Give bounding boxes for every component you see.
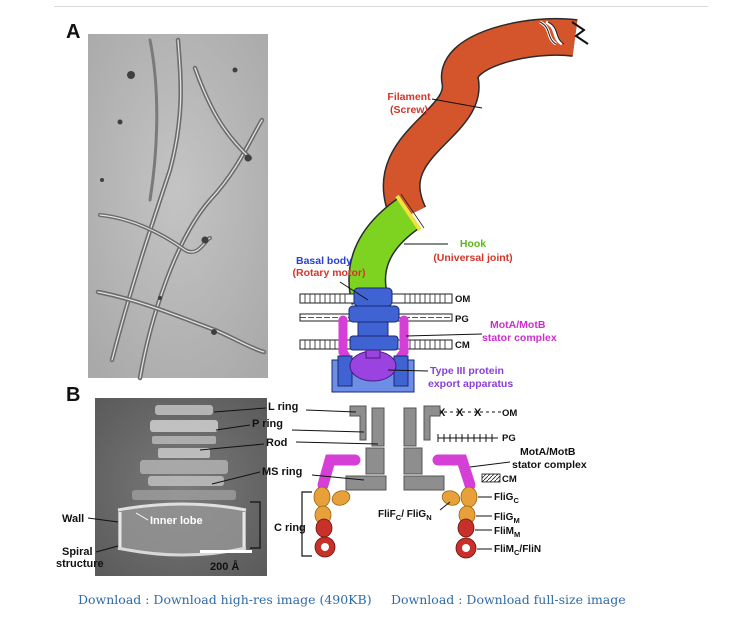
om-hatch-mid: X xyxy=(456,407,464,419)
panel-b-label: B xyxy=(66,384,80,406)
ms-ring-label: MS ring xyxy=(262,466,302,478)
stator-shape-b xyxy=(317,454,476,491)
hook-role: (Universal joint) xyxy=(433,252,512,264)
panel-a-label: A xyxy=(66,21,80,43)
membranes-b: X X X OM PG CM xyxy=(437,407,517,485)
rod-label: Rod xyxy=(266,437,287,449)
filament-label: Filament xyxy=(387,91,431,103)
cm-label-b: CM xyxy=(502,474,517,485)
basal-body-shape xyxy=(331,287,415,393)
em-micrograph-a xyxy=(88,34,268,381)
inner-lobe-label: Inner lobe xyxy=(150,515,203,527)
export-label-line2: export apparatus xyxy=(428,378,513,390)
c-ring-label: C ring xyxy=(274,522,306,534)
panel-b-em-labels: L ring P ring Rod MS ring C ring Wall In… xyxy=(56,401,306,573)
basal-body-role: (Rotary motor) xyxy=(293,267,366,279)
c-ring-bracket xyxy=(301,491,312,557)
flagellum-figure: A xyxy=(56,17,589,576)
scale-bar-label: 200 Å xyxy=(210,560,239,573)
flig-c-label: FliGC xyxy=(494,492,519,505)
download-links: Download : Download high-res image (490K… xyxy=(0,592,744,612)
cm-label-a: CM xyxy=(455,340,470,351)
top-divider xyxy=(54,6,708,7)
pg-label-a: PG xyxy=(455,314,469,325)
pg-label-b: PG xyxy=(502,433,516,444)
p-ring-label: P ring xyxy=(252,418,283,430)
stator-label-a-line2: stator complex xyxy=(482,332,557,344)
em-density-map-b xyxy=(95,398,267,576)
stator-label-b-line2: stator complex xyxy=(512,459,587,471)
download-full-size-link[interactable]: Download : Download full-size image xyxy=(391,592,626,607)
om-label-a: OM xyxy=(455,294,470,305)
panel-b-schematic-labels: MotA/MotB stator complex FliGC FliGM Fli… xyxy=(291,409,587,557)
spiral-label-line2: structure xyxy=(56,558,104,570)
om-hatch-right: X xyxy=(474,407,482,419)
c-ring-subunits xyxy=(313,486,478,559)
download-high-res-link[interactable]: Download : Download high-res image (490K… xyxy=(78,592,372,607)
flim-c-flin-label: FliMC/FliN xyxy=(494,544,541,557)
filament-shape xyxy=(382,17,589,224)
hook-label: Hook xyxy=(460,238,486,250)
flig-m-label: FliGM xyxy=(494,512,520,525)
basal-body-label: Basal body xyxy=(296,255,352,267)
flif-flig-label: FliFC/ FliGN xyxy=(378,509,432,522)
om-label-b: OM xyxy=(502,408,517,419)
flim-m-label: FliMM xyxy=(494,526,520,539)
export-label-line1: Type III protein xyxy=(430,365,504,377)
om-hatch-left: X xyxy=(438,407,446,419)
stator-label-b-line1: MotA/MotB xyxy=(520,446,576,458)
filament-role: (Screw) xyxy=(390,104,428,116)
spiral-label-line1: Spiral xyxy=(62,546,93,558)
l-ring-label: L ring xyxy=(268,401,298,413)
rod-rings-schematic xyxy=(345,405,445,491)
panel-a-labels: Filament (Screw) Hook (Universal joint) … xyxy=(293,91,557,390)
stator-label-a-line1: MotA/MotB xyxy=(490,319,546,331)
wall-label: Wall xyxy=(62,513,84,525)
